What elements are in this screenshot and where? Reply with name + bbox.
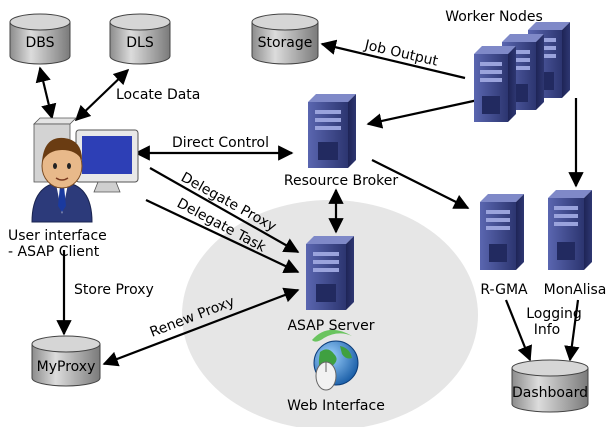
database-icon — [31, 344, 101, 387]
dashboard-cylinder: Dashboard — [511, 359, 589, 413]
arrow-renew-proxy — [102, 287, 300, 367]
server-icon — [548, 190, 592, 270]
arrow-delegate-task — [145, 199, 300, 274]
asap-server: ASAP Server — [287, 236, 375, 334]
myproxy-cylinder: MyProxy — [31, 335, 101, 387]
monalisa-server: MonAlisa — [544, 190, 607, 298]
arrow-monalisa-dashboard — [564, 299, 580, 362]
logging-info-label-line2: Info — [534, 322, 561, 338]
asap-server-label: ASAP Server — [287, 318, 374, 334]
resource-broker: Resource Broker — [284, 94, 398, 189]
storage-cylinder: Storage — [251, 13, 319, 65]
dbs-label: DBS — [25, 35, 54, 51]
rgma-label: R-GMA — [480, 282, 528, 298]
worker-nodes: Worker Nodes — [445, 9, 570, 122]
worker-nodes-label: Worker Nodes — [445, 9, 543, 25]
rgma-server: R-GMA — [480, 194, 528, 298]
user-interface-label-line2: - ASAP Client — [8, 244, 100, 260]
user-interface-label-line1: User interface — [8, 228, 107, 244]
arrow-user-dls — [74, 68, 130, 122]
locate-data-label: Locate Data — [116, 87, 200, 103]
server-icon — [308, 94, 356, 168]
myproxy-label: MyProxy — [37, 359, 96, 375]
user-computer-icon — [31, 117, 139, 223]
arrow-user-dbs — [35, 66, 57, 120]
database-icon — [511, 368, 589, 413]
arrow-delegate-proxy — [149, 167, 300, 253]
job-output-label: Job Output — [362, 37, 440, 70]
direct-control-label: Direct Control — [172, 135, 269, 151]
arrows — [35, 39, 584, 367]
dls-label: DLS — [126, 35, 154, 51]
server-icon — [480, 194, 524, 270]
server-icon — [474, 46, 516, 122]
resource-broker-label: Resource Broker — [284, 173, 398, 189]
database-icon — [9, 22, 71, 65]
logging-info-label-line1: Logging — [526, 306, 582, 322]
database-icon — [109, 22, 171, 65]
arrow-broker-rgma — [371, 159, 470, 209]
server-icon — [306, 236, 354, 310]
storage-label: Storage — [258, 35, 313, 51]
store-proxy-label: Store Proxy — [74, 282, 154, 298]
arrow-workers-broker — [366, 98, 479, 129]
database-icon — [251, 22, 319, 65]
arrow-rgma-dashboard — [504, 299, 533, 362]
web-interface-label: Web Interface — [287, 398, 385, 414]
arrow-job-output — [320, 39, 466, 80]
dbs-cylinder: DBS — [9, 13, 71, 65]
asap-cloud-region — [182, 200, 478, 427]
dls-cylinder: DLS — [109, 13, 171, 65]
globe-mouse-icon — [312, 329, 359, 391]
dashboard-label: Dashboard — [512, 385, 588, 401]
monalisa-label: MonAlisa — [544, 282, 607, 298]
